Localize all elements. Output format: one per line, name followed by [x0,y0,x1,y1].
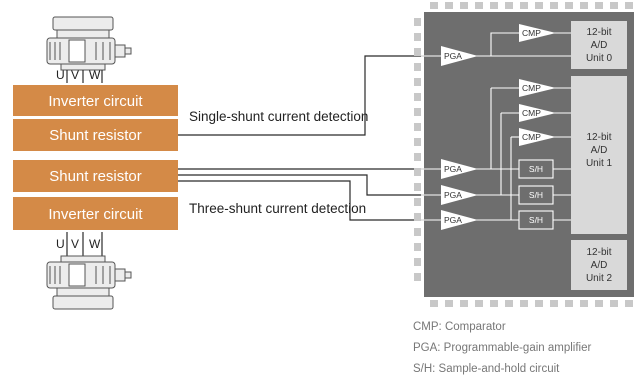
motor-top-wires [66,70,103,83]
ad-unit-1-line2: A/D [591,145,608,156]
cmp-0-label: CMP [522,28,541,38]
sample-hold-circuits [518,159,554,230]
ad-unit-2-line3: Unit 2 [586,273,613,284]
ad-unit-1-line3: Unit 1 [586,158,613,169]
pga-amplifiers [441,46,478,230]
sh-0-label: S/H [529,164,543,174]
shunt-resistor-top-block [13,119,178,151]
cmp-3-label: CMP [522,132,541,142]
sh-1-label: S/H [529,190,543,200]
cmp-2-label: CMP [522,108,541,118]
legend-sh: S/H: Sample-and-hold circuit [413,363,560,375]
three-shunt-detection-label: Three-shunt current detection [189,201,366,216]
ad-unit-1-line1: 12-bit [586,132,611,143]
pga-2-label: PGA [444,190,462,200]
pga-3-icon [441,210,478,230]
motor-bottom-phase-v: V [71,237,79,251]
cmp-1-label: CMP [522,83,541,93]
legend-cmp: CMP: Comparator [413,321,506,333]
shunt-resistor-top-label: Shunt resistor [49,127,142,144]
sh-2-label: S/H [529,215,543,225]
motor-bottom-icon [46,255,132,310]
motor-top-phase-w: W [89,68,101,82]
legend-pga: PGA: Programmable-gain amplifier [413,342,591,354]
ad-unit-2-line2: A/D [591,260,608,271]
sh-2-box [518,210,554,230]
ad-unit-0-line2: A/D [591,40,608,51]
pga-0-label: PGA [444,51,462,61]
ad-unit-1-box [571,76,627,234]
pga-3-label: PGA [444,215,462,225]
shunt-resistor-bottom-label: Shunt resistor [49,168,142,185]
motor-bottom-wires [66,232,103,256]
ad-unit-2-line1: 12-bit [586,247,611,258]
sh-0-box [518,159,554,179]
pga-1-icon [441,159,478,179]
motor-bottom-phase-w: W [89,237,101,251]
cmp-3-icon [519,128,556,146]
cmp-comparators [519,24,556,146]
cmp-2-icon [519,104,556,122]
inverter-circuit-bottom-label: Inverter circuit [48,206,143,223]
pga-0-icon [441,46,478,66]
cmp-1-icon [519,79,556,97]
cmp-0-icon [519,24,556,42]
ad-unit-2-box [571,240,627,290]
shunt-resistor-bottom-block [13,160,178,192]
pga-1-label: PGA [444,164,462,174]
chip-internal-wires [421,32,571,221]
ad-unit-0-box [571,21,627,69]
ad-unit-0-line3: Unit 0 [586,53,613,64]
inverter-circuit-top-block [13,85,178,116]
inverter-circuit-top-label: Inverter circuit [48,93,143,110]
signal-wires [178,55,441,221]
motor-bottom-phase-u: U [56,237,65,251]
inverter-circuit-bottom-block [13,197,178,230]
pga-2-icon [441,185,478,205]
motor-top-phase-u: U [56,68,65,82]
single-shunt-detection-label: Single-shunt current detection [189,109,368,124]
ad-unit-0-line1: 12-bit [586,27,611,38]
motor-top-icon [46,16,132,71]
motor-top-phase-v: V [71,68,79,82]
sh-1-box [518,185,554,205]
